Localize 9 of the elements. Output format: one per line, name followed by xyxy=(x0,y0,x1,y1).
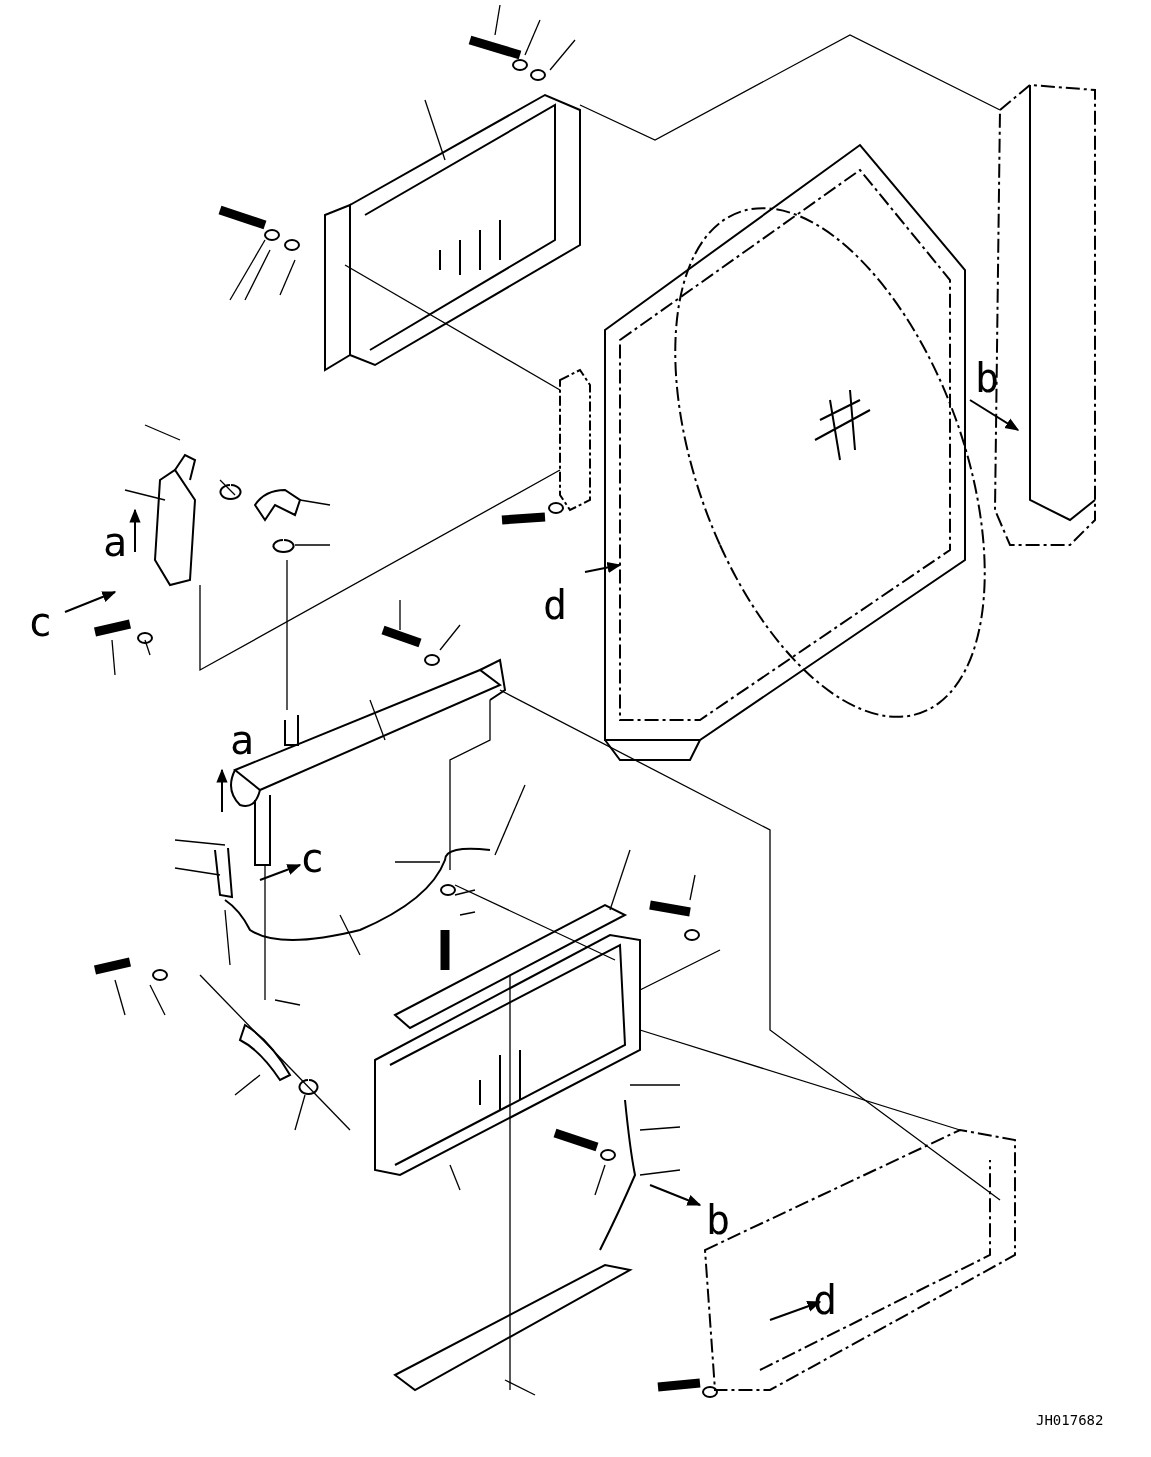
reference-letter: b xyxy=(706,1200,731,1240)
drawing-number: JH017682 xyxy=(1036,1413,1104,1427)
reference-letter: a xyxy=(103,522,128,562)
reference-letter: a xyxy=(230,720,255,760)
reference-letter: d xyxy=(813,1280,838,1320)
reference-letter: c xyxy=(28,602,53,642)
reference-letter: d xyxy=(543,585,568,625)
reference-letter: c xyxy=(300,838,325,878)
reference-letter: b xyxy=(975,358,1000,398)
